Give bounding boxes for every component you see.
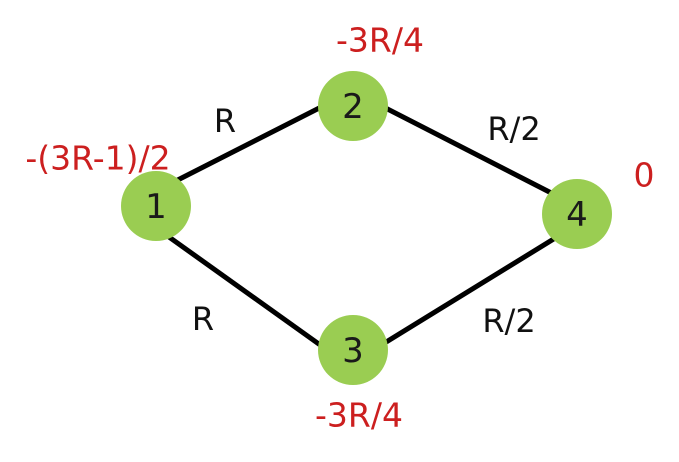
node-2-label: 2 <box>342 87 364 127</box>
edge-1-3 <box>160 229 332 355</box>
node-3-circle <box>318 315 388 385</box>
edge-label-1-3: R <box>192 300 214 338</box>
node-2-circle <box>318 71 388 141</box>
node-3-value: -3R/4 <box>315 396 403 435</box>
node-4-value: 0 <box>634 156 655 195</box>
edge-label-1-2: R <box>214 102 236 140</box>
edge-3-4 <box>368 229 567 355</box>
edge-2-4 <box>368 97 567 203</box>
node-4: 4 <box>542 179 612 249</box>
node-4-label: 4 <box>566 195 588 235</box>
node-1-value: -(3R-1)/2 <box>25 139 170 178</box>
node-2-value: -3R/4 <box>336 21 424 60</box>
node-3: 3 <box>318 315 388 385</box>
node-1-label: 1 <box>145 187 167 227</box>
edge-label-2-4: R/2 <box>487 110 540 148</box>
edge-label-3-4: R/2 <box>482 302 535 340</box>
node-1: 1 <box>121 171 191 241</box>
edge-1-2 <box>160 97 337 191</box>
node-1-circle <box>121 171 191 241</box>
node-3-label: 3 <box>342 331 364 371</box>
node-4-circle <box>542 179 612 249</box>
node-2: 2 <box>318 71 388 141</box>
